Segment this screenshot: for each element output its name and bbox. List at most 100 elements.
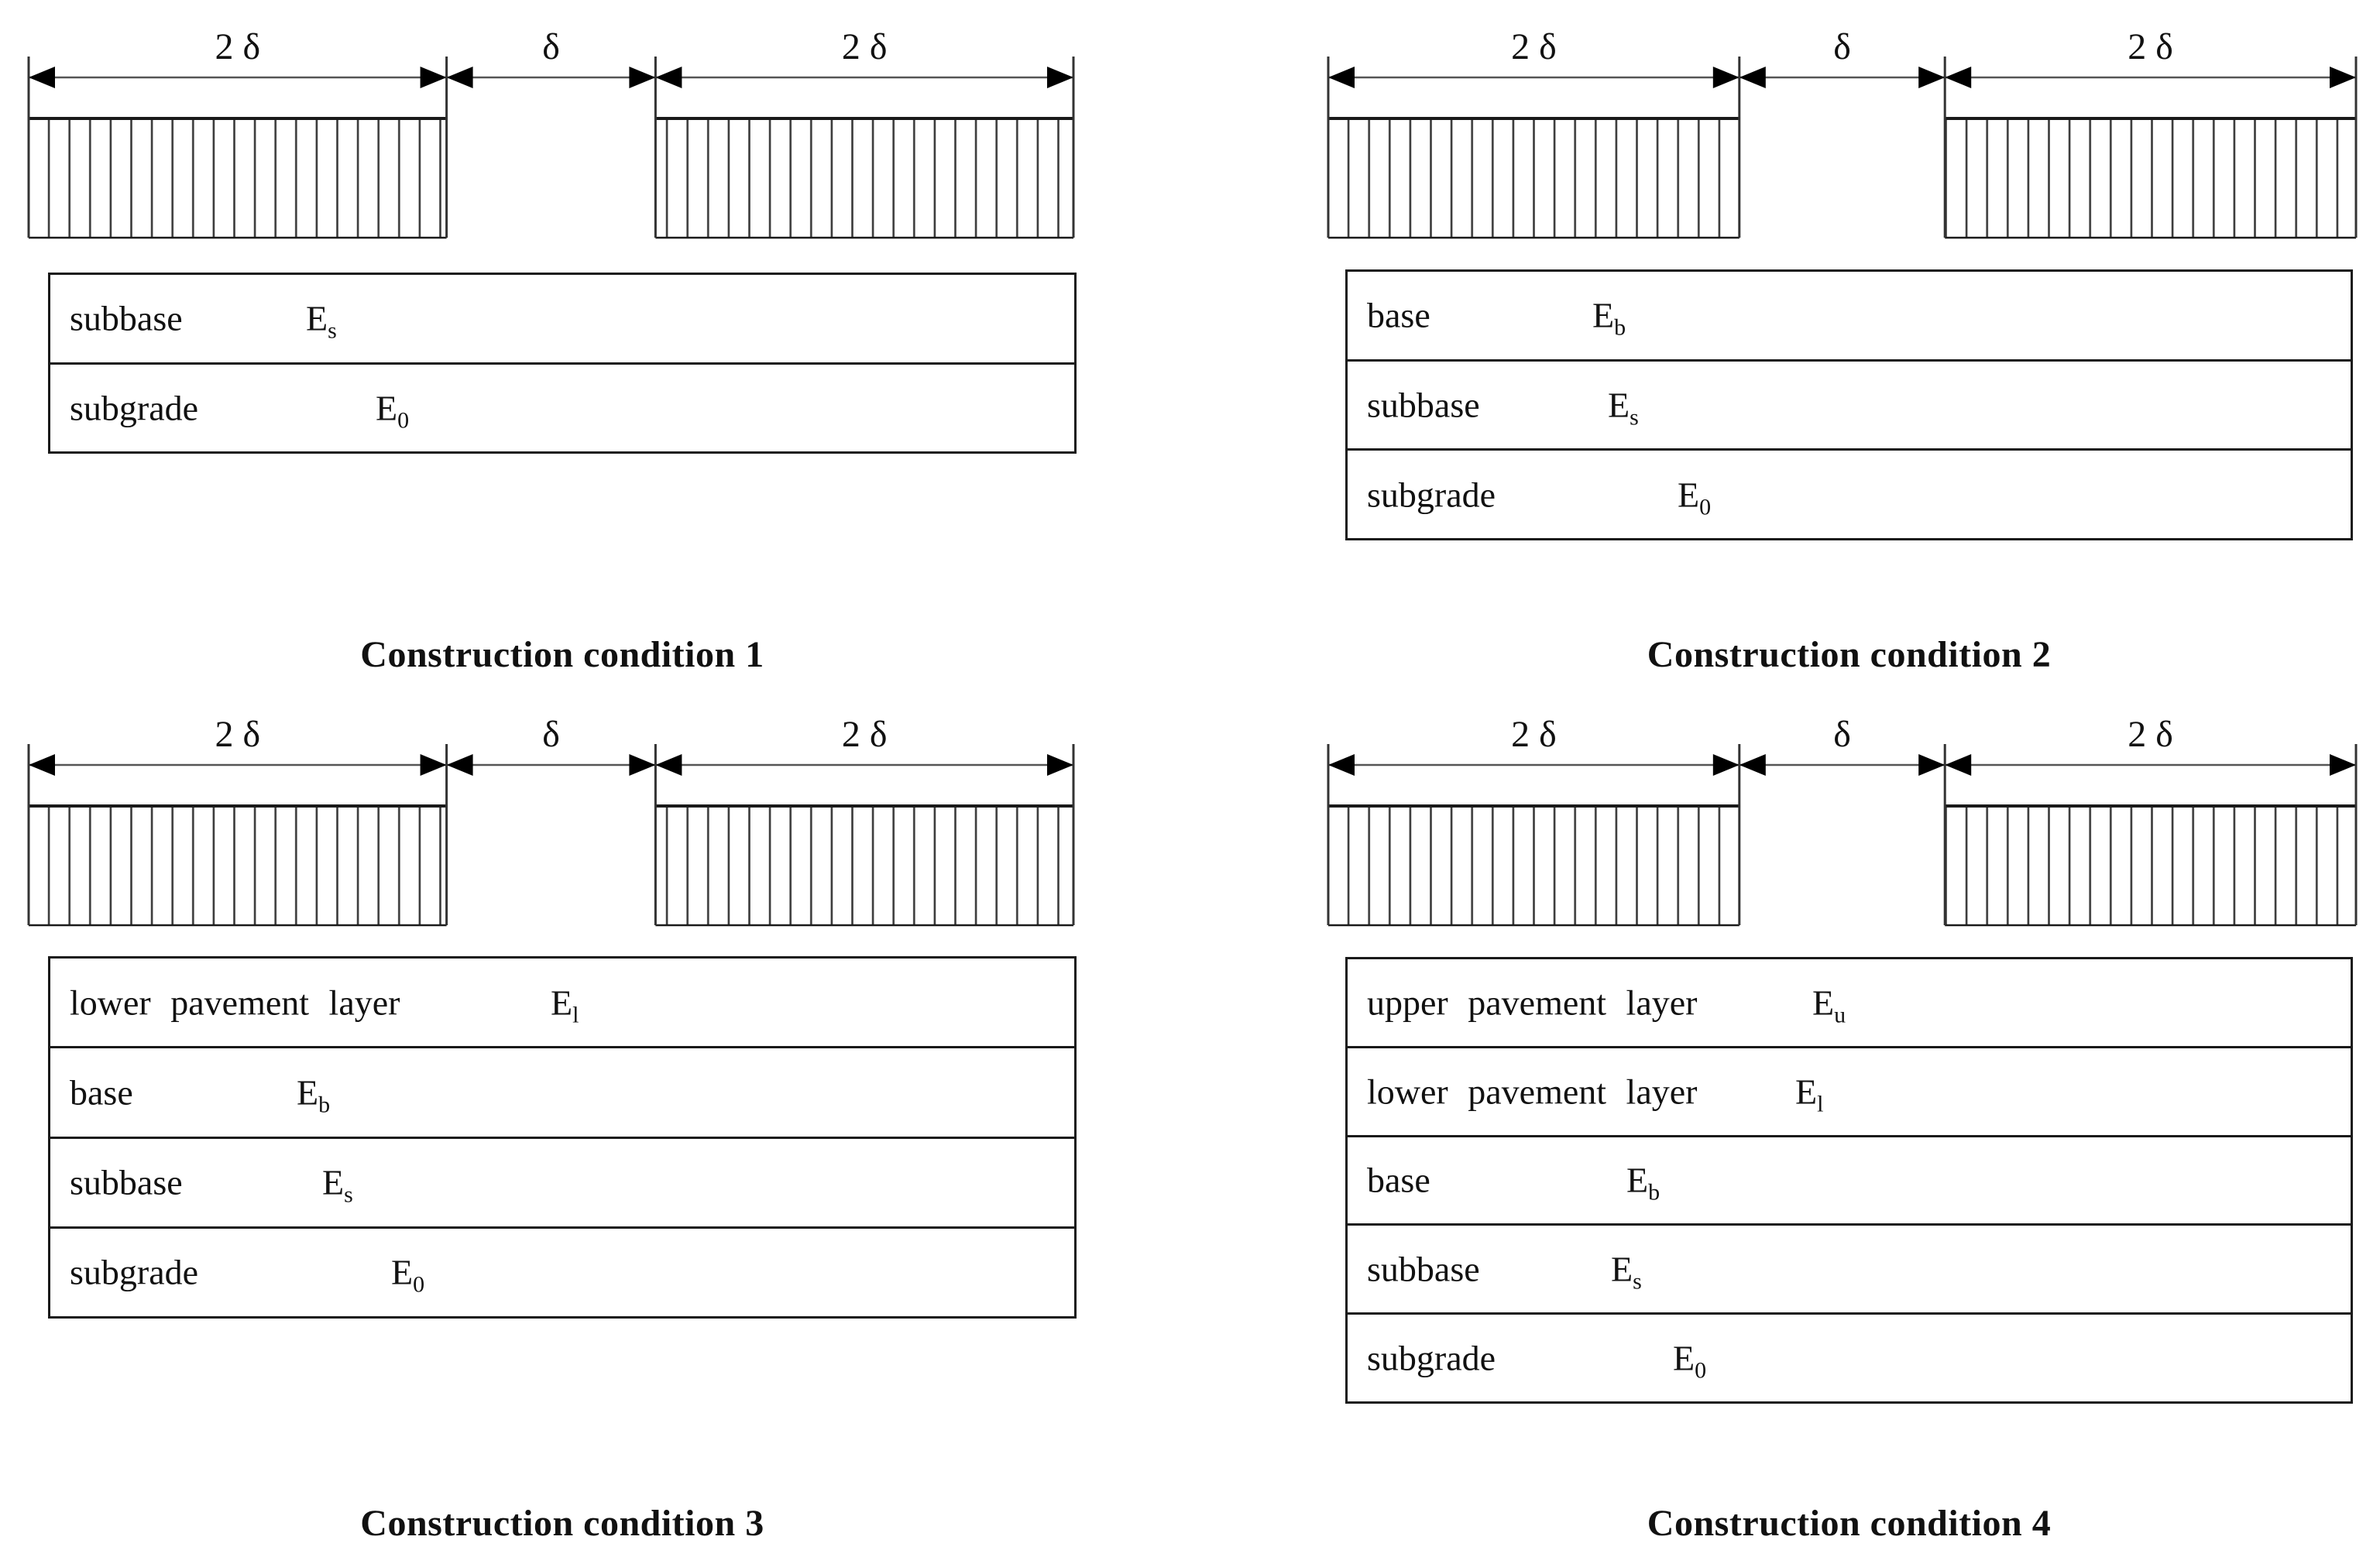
modulus-subscript: 0 — [1699, 494, 1712, 520]
hatch-block-right — [1945, 806, 2356, 925]
panel-caption: Construction condition 3 — [360, 1503, 764, 1544]
arrowhead-left-icon — [1945, 67, 1972, 88]
modulus-letter: E — [551, 983, 573, 1023]
panel-caption: Construction condition 1 — [360, 634, 764, 675]
arrowhead-left-icon — [29, 67, 55, 88]
dim-label-right: 2 δ — [2128, 26, 2173, 67]
arrowhead-left-icon — [1945, 754, 1972, 776]
modulus-subscript: u — [1834, 1002, 1846, 1028]
hatch-block-left — [1328, 806, 1739, 925]
layer-name: subgrade — [1367, 1338, 1496, 1378]
modulus-subscript: b — [1614, 315, 1626, 341]
layer-name: base — [1367, 295, 1430, 335]
layer-modulus-symbol: El — [1795, 1071, 1823, 1116]
modulus-subscript: 0 — [413, 1272, 425, 1298]
layer-modulus-symbol: E0 — [1678, 474, 1711, 519]
layer-row-subgrade: subgrade E0 — [1348, 1312, 2351, 1401]
layer-modulus-symbol: E0 — [1673, 1338, 1706, 1383]
modulus-letter: E — [1678, 475, 1700, 515]
layer-name: subgrade — [70, 1252, 199, 1292]
layer-row-subbase: subbase Es — [50, 275, 1074, 362]
layer-modulus-symbol: Es — [1611, 1249, 1642, 1294]
layer-modulus-symbol: El — [551, 982, 579, 1027]
arrowhead-right-icon — [1712, 67, 1739, 88]
dim-label-middle: δ — [542, 26, 560, 67]
arrowhead-left-icon — [655, 754, 682, 776]
layer-modulus-symbol: Es — [322, 1162, 353, 1207]
load-diagram: 2 δ δ 2 δ — [1327, 26, 2358, 239]
layer-modulus-symbol: Eu — [1812, 982, 1846, 1027]
modulus-subscript: s — [328, 317, 337, 344]
modulus-letter: E — [297, 1072, 319, 1113]
arrowhead-right-icon — [420, 67, 447, 88]
arrowhead-right-icon — [1047, 67, 1073, 88]
modulus-subscript: 0 — [1695, 1357, 1707, 1384]
dim-label-left: 2 δ — [215, 26, 260, 67]
modulus-subscript: l — [572, 1002, 579, 1028]
layer-name: base — [1367, 1160, 1430, 1200]
arrowhead-left-icon — [29, 754, 55, 776]
dim-label-right: 2 δ — [842, 26, 888, 67]
arrowhead-left-icon — [446, 754, 473, 776]
layer-name: subgrade — [70, 388, 199, 428]
load-diagram: 2 δ δ 2 δ — [1327, 714, 2358, 927]
arrowhead-right-icon — [2330, 67, 2356, 88]
layer-name: lower pavement layer — [70, 983, 400, 1023]
dim-label-right: 2 δ — [2128, 714, 2173, 755]
dim-label-middle: δ — [1833, 714, 1851, 755]
arrowhead-left-icon — [446, 67, 473, 88]
arrowhead-right-icon — [2330, 754, 2356, 776]
modulus-letter: E — [391, 1252, 414, 1292]
hatch-block-right — [1945, 118, 2356, 238]
arrowhead-right-icon — [1918, 754, 1946, 776]
dim-label-left: 2 δ — [1511, 26, 1557, 67]
layer-name: upper pavement layer — [1367, 983, 1698, 1023]
layer-name: subbase — [1367, 1249, 1480, 1289]
dim-label-left: 2 δ — [1511, 714, 1557, 755]
dim-label-middle: δ — [542, 714, 560, 755]
arrowhead-right-icon — [629, 754, 656, 776]
hatch-block-right — [655, 118, 1073, 238]
layer-modulus-symbol: Es — [306, 298, 337, 343]
modulus-letter: E — [1608, 385, 1630, 425]
hatch-block-left — [29, 118, 447, 238]
modulus-subscript: b — [318, 1092, 331, 1118]
layer-row-subgrade: subgrade E0 — [50, 1226, 1074, 1316]
load-diagram: 2 δ δ 2 δ — [27, 26, 1075, 239]
dim-label-left: 2 δ — [215, 714, 260, 755]
modulus-letter: E — [1795, 1072, 1818, 1112]
arrowhead-right-icon — [1047, 754, 1073, 776]
layer-row-subbase: subbase Es — [1348, 1223, 2351, 1312]
arrowhead-right-icon — [1712, 754, 1739, 776]
modulus-subscript: l — [1817, 1091, 1824, 1117]
layer-row-base: base Eb — [1348, 1134, 2351, 1224]
hatch-block-right — [655, 806, 1073, 925]
layer-modulus-symbol: Eb — [1626, 1160, 1660, 1205]
modulus-subscript: 0 — [397, 407, 410, 434]
dim-label-middle: δ — [1833, 26, 1851, 67]
hatch-block-left — [1328, 118, 1739, 238]
arrowhead-left-icon — [1739, 67, 1766, 88]
arrowhead-left-icon — [655, 67, 682, 88]
layer-modulus-symbol: Es — [1608, 385, 1639, 430]
panel-caption: Construction condition 2 — [1647, 634, 2052, 675]
modulus-subscript: s — [344, 1181, 353, 1208]
layer-name: subbase — [70, 298, 183, 338]
modulus-letter: E — [1611, 1249, 1633, 1289]
layer-name: subbase — [70, 1162, 183, 1202]
layer-row-subbase: subbase Es — [50, 1136, 1074, 1226]
layer-row-upper-pavement-layer: upper pavement layer Eu — [1348, 959, 2351, 1046]
